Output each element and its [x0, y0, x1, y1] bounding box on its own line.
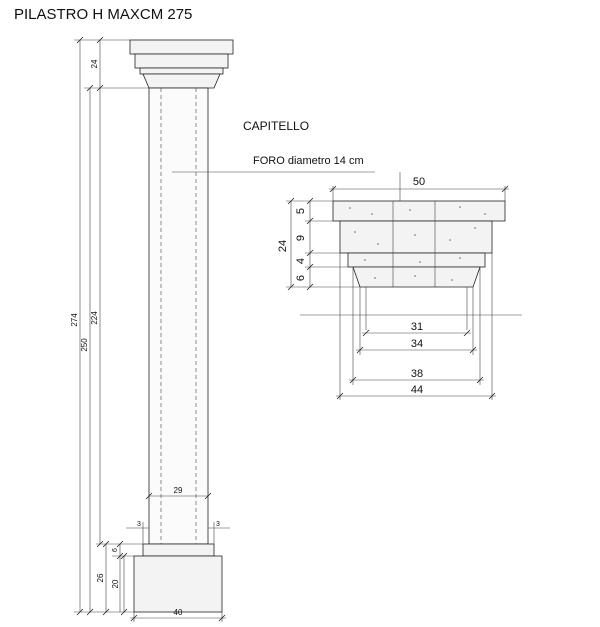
dim-base-offset-left: 3 — [137, 521, 141, 528]
dim-shaft-height: 224 — [90, 311, 99, 325]
dim-w-31: 31 — [411, 321, 423, 333]
dim-shaft-width: 29 — [174, 486, 183, 495]
drawing-title: PILASTRO H MAXCM 275 — [14, 6, 193, 23]
pillar-capital-neck — [142, 73, 221, 89]
dim-plinth-height: 20 — [111, 579, 120, 588]
dim-cap-height: 24 — [90, 59, 99, 68]
dim-h-bottom: 6 — [295, 275, 307, 281]
capital-mid-band — [339, 220, 493, 254]
dim-plinth-step: 6 — [112, 548, 119, 552]
dim-h-total: 24 — [277, 240, 289, 252]
label-foro: FORO diametro 14 cm — [253, 155, 364, 167]
pillar-capital-slab — [129, 39, 234, 55]
dim-top-width: 50 — [413, 176, 425, 188]
dim-base-offset-right: 3 — [216, 521, 220, 528]
dim-h-top: 5 — [295, 208, 307, 214]
dim-w-34: 34 — [411, 338, 423, 350]
dim-shaft-plus-base: 250 — [80, 338, 89, 352]
capital-neck — [352, 266, 481, 288]
label-capitello: CAPITELLO — [243, 119, 309, 133]
dim-total-height: 274 — [70, 313, 79, 327]
capital-ring — [347, 252, 486, 268]
dim-w-38: 38 — [411, 368, 423, 380]
capital-detail: 50 5 9 24 4 6 31 34 — [277, 172, 522, 400]
pillar-capital-band — [134, 53, 229, 69]
pillar-shaft — [148, 87, 209, 545]
pillar-base-step — [142, 543, 215, 557]
dim-base-height: 26 — [96, 573, 105, 582]
pillar-capital-ring — [139, 67, 224, 75]
dim-h-mid: 9 — [295, 235, 307, 241]
pillar-plinth — [133, 555, 223, 613]
dim-w-44: 44 — [411, 384, 423, 396]
dim-h-lower: 4 — [295, 258, 307, 264]
pillar-elevation: 24 224 250 274 6 26 20 29 3 3 40 — [70, 36, 375, 622]
dim-base-width: 40 — [174, 608, 183, 617]
capital-top-slab — [332, 200, 506, 222]
